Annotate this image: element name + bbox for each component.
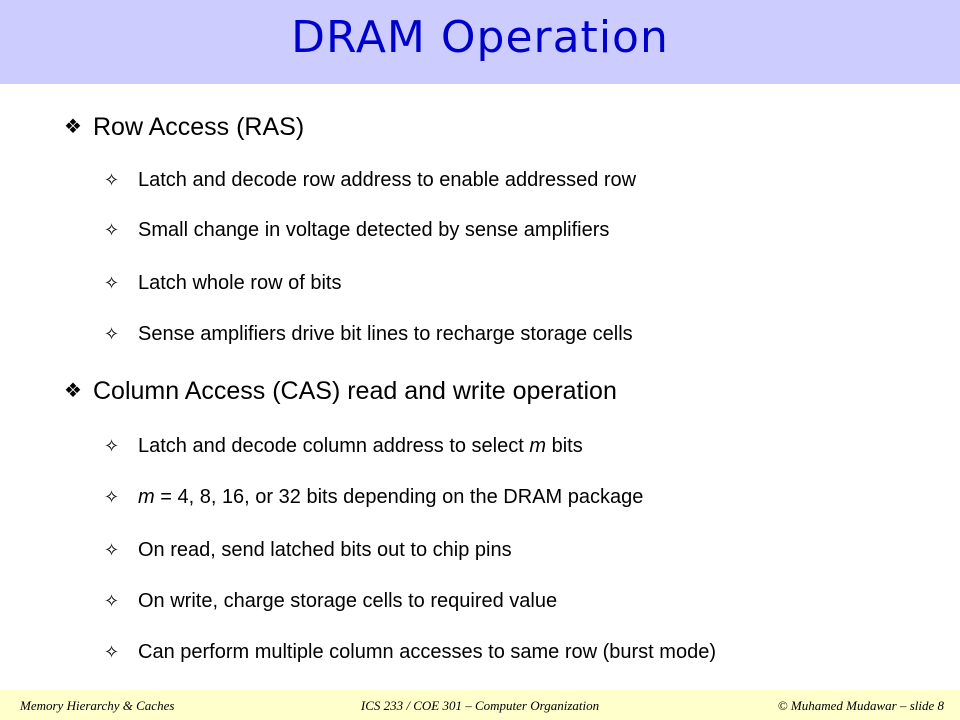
list-item-text: Small change in voltage detected by sens… (138, 219, 610, 241)
title-bar (0, 0, 960, 84)
list-item-text-post: = 4, 8, 16, or 32 bits depending on the … (154, 486, 644, 508)
list-item: ✧ m = 4, 8, 16, or 32 bits depending on t… (104, 484, 643, 510)
section-row-access: ❖ Row Access (RAS) (64, 112, 304, 142)
diamond-4-icon: ❖ (64, 380, 82, 402)
footer-bar (0, 690, 960, 720)
list-item: ✧ Sense amplifiers drive bit lines to rec… (104, 321, 633, 347)
slide-title: DRAM Operation (291, 12, 669, 63)
list-item-text: Can perform multiple column accesses to … (138, 641, 716, 663)
list-item: ✧ Small change in voltage detected by sen… (104, 217, 609, 243)
footer-left: Memory Hierarchy & Caches (20, 698, 175, 713)
four-point-star-icon: ✧ (104, 273, 120, 293)
section-heading: Row Access (RAS) (93, 113, 305, 141)
list-item: ✧ Latch and decode row address to enable … (104, 167, 636, 193)
list-item-text-post: bits (546, 435, 583, 457)
list-item: ✧ Latch and decode column address to sele… (104, 433, 583, 459)
list-item: ✧ On read, send latched bits out to chip … (104, 537, 512, 563)
footer-right: © Muhamed Mudawar – slide 8 (777, 698, 944, 713)
variable-m: m (138, 486, 155, 508)
list-item-text: On write, charge storage cells to requir… (138, 590, 558, 612)
list-item: ✧ Can perform multiple column accesses to… (104, 639, 716, 665)
list-item-text: Latch whole row of bits (138, 272, 342, 294)
variable-m: m (529, 435, 547, 457)
four-point-star-icon: ✧ (104, 170, 120, 190)
four-point-star-icon: ✧ (104, 642, 120, 662)
list-item-text: On read, send latched bits out to chip p… (138, 539, 512, 561)
four-point-star-icon: ✧ (104, 324, 120, 344)
four-point-star-icon: ✧ (104, 220, 120, 240)
list-item-text: Latch and decode row address to enable a… (138, 169, 637, 191)
list-item: ✧ On write, charge storage cells to requi… (104, 588, 557, 614)
footer-center: ICS 233 / COE 301 – Computer Organizatio… (360, 698, 600, 713)
diamond-4-icon: ❖ (64, 116, 82, 138)
four-point-star-icon: ✧ (104, 436, 120, 456)
section-column-access: ❖ Column Access (CAS) read and write oper… (64, 376, 617, 406)
list-item-text: Sense amplifiers drive bit lines to rech… (138, 323, 633, 345)
slide-content: ❖ Row Access (RAS) ✧ Latch and decode row … (64, 112, 716, 665)
four-point-star-icon: ✧ (104, 591, 120, 611)
section-heading: Column Access (CAS) read and write opera… (93, 377, 617, 405)
list-item: ✧ Latch whole row of bits (104, 270, 341, 296)
four-point-star-icon: ✧ (104, 540, 120, 560)
list-item-text-pre: Latch and decode column address to selec… (138, 435, 530, 457)
four-point-star-icon: ✧ (104, 487, 120, 507)
